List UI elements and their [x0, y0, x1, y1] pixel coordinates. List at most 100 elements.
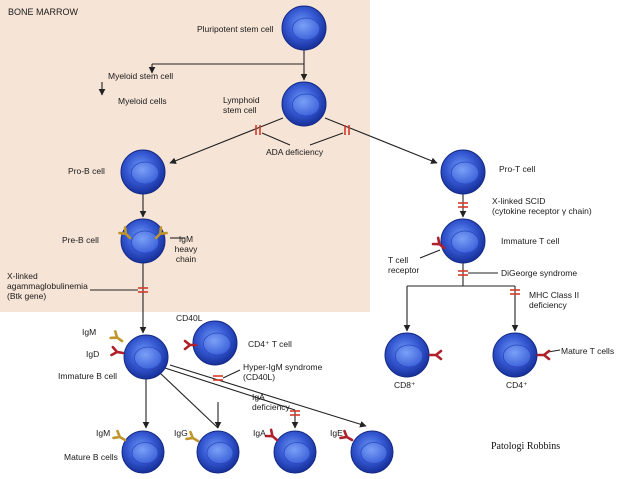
mature-b-cell-igg-nucleus — [206, 442, 234, 464]
pro-b-cell — [120, 149, 166, 195]
iga-receptor — [264, 428, 279, 442]
bone-marrow-region — [0, 0, 370, 312]
cd40l-label: CD40L — [176, 313, 203, 323]
pluripotent-cell-nucleus — [291, 17, 321, 41]
igg-receptor — [185, 430, 200, 443]
iga-def-block — [290, 410, 300, 416]
mhc-class-ii-label: MHC Class II deficiency — [529, 290, 580, 310]
scid-label: X-linked SCID (cytokine receptor γ chain… — [492, 196, 592, 216]
tcr-receptor — [431, 236, 446, 250]
hyper-igm-label: Hyper-IgM syndrome (CD40L) — [243, 362, 323, 382]
lymphoid-to-pro-b — [169, 117, 284, 164]
immature-b-to-iga — [164, 367, 296, 411]
immature-b-to-ige — [169, 364, 367, 428]
igm-receptor-mature-shape — [112, 429, 127, 442]
digeorge-block — [458, 270, 468, 276]
immature-b-to-igg — [159, 372, 219, 429]
igm-receptor-immature — [109, 330, 124, 343]
pre-b-label: Pre-B cell — [62, 235, 99, 245]
iga-deficiency-label: IgA deficiency — [252, 392, 290, 412]
pre-b-cell — [120, 218, 166, 264]
t-cell-receptor-label: T cell receptor — [388, 255, 420, 275]
receptor-shapes — [109, 226, 551, 443]
hyper-igm-block — [213, 375, 223, 381]
immature-t-cell-nucleus — [450, 230, 480, 254]
lymphoid-stem-cell-nucleus — [291, 93, 321, 117]
pre-b-heavy-chain-right-shape — [154, 226, 168, 240]
ige-label: IgE — [330, 428, 343, 438]
pre-b-heavy-chain-right — [154, 226, 168, 240]
cd4-receptor — [536, 349, 551, 361]
cd4-receptor-shape — [536, 349, 551, 361]
mature-b-cell-iga — [273, 430, 317, 474]
mature-b-label: Mature B cells — [64, 452, 118, 462]
mature-t-label: Mature T cells — [561, 346, 615, 356]
cell-shapes — [120, 5, 538, 474]
immature-b-cell-nucleus — [133, 346, 163, 370]
pre-b-heavy-chain-left — [118, 226, 132, 240]
lymphoid-stem-label: Lymphoid stem cell — [223, 95, 260, 115]
pro-b-cell-nucleus — [130, 161, 160, 185]
cd40l-receptor-shape — [183, 339, 198, 351]
igd-receptor-label: IgD — [86, 349, 100, 359]
mature-b-cell-ige — [350, 430, 394, 474]
cd8-t-cell-nucleus — [394, 344, 424, 368]
mature-cd4-t-cell-nucleus — [502, 344, 532, 368]
mature-b-cell-igg — [196, 430, 240, 474]
iga-label: IgA — [253, 428, 266, 438]
ada-pointer-right — [309, 132, 344, 146]
defect-blocks — [138, 125, 520, 416]
pluripotent-cell — [281, 5, 327, 51]
igg-label: IgG — [174, 428, 188, 438]
tcr-pointer — [419, 249, 441, 259]
mature-b-cell-igm — [121, 430, 165, 474]
mature-b-cell-igm-nucleus — [131, 442, 159, 464]
igm-heavy-chain-label: IgM heavy chain — [174, 234, 198, 264]
igm-mature-label: IgM — [96, 428, 111, 438]
igm-receptor-label: IgM — [82, 327, 97, 337]
pro-t-cell-nucleus — [450, 161, 480, 185]
mhc2-block — [510, 289, 520, 295]
tcr-receptor-shape — [431, 236, 446, 250]
myeloid-stem-label: Myeloid stem cell — [108, 71, 174, 81]
hyper-igm-pointer — [222, 369, 241, 379]
pro-t-label: Pro-T cell — [499, 164, 536, 174]
lymphoid-to-pro-t — [324, 117, 438, 164]
immature-t-cell — [440, 218, 486, 264]
mature-b-cell-ige-nucleus — [360, 442, 388, 464]
connector-lines — [90, 50, 561, 429]
igm-receptor-mature — [112, 429, 127, 442]
immature-b-label: Immature B cell — [58, 371, 118, 381]
ada-deficiency-label: ADA deficiency — [266, 147, 324, 157]
ada-block-left — [255, 125, 261, 135]
cd8-receptor-shape — [428, 349, 443, 361]
btk-block — [138, 287, 148, 293]
pre-b-cell-nucleus — [130, 230, 160, 254]
cd4-t-cell-nucleus — [202, 332, 232, 356]
btk-label: X-linked agammaglobulinemia (Btk gene) — [7, 271, 88, 301]
cd4-t-cell — [192, 320, 238, 366]
lymphoid-stem-cell — [281, 81, 327, 127]
cd8-t-cell — [384, 332, 430, 378]
igd-receptor-immature — [110, 345, 125, 357]
pluripotent-label: Pluripotent stem cell — [197, 24, 274, 34]
mature-b-cell-iga-nucleus — [283, 442, 311, 464]
igd-receptor-immature-shape — [110, 345, 125, 357]
igm-receptor-immature-shape — [109, 330, 124, 343]
ige-receptor-shape — [339, 429, 354, 442]
ada-block-right — [344, 125, 350, 135]
immature-t-label: Immature T cell — [501, 236, 560, 246]
pre-b-heavy-chain-left-shape — [118, 226, 132, 240]
source-caption: Patologi Robbins — [491, 441, 561, 452]
cd8-label: CD8⁺ — [394, 380, 416, 390]
cd40l-receptor — [183, 339, 198, 351]
cd8-receptor — [428, 349, 443, 361]
myeloid-cells-label: Myeloid cells — [118, 96, 167, 106]
ada-pointer-left — [261, 132, 291, 146]
igg-receptor-shape — [185, 430, 200, 443]
cd4-label: CD4⁺ — [506, 380, 528, 390]
pro-b-label: Pro-B cell — [68, 166, 105, 176]
ige-receptor — [339, 429, 354, 442]
